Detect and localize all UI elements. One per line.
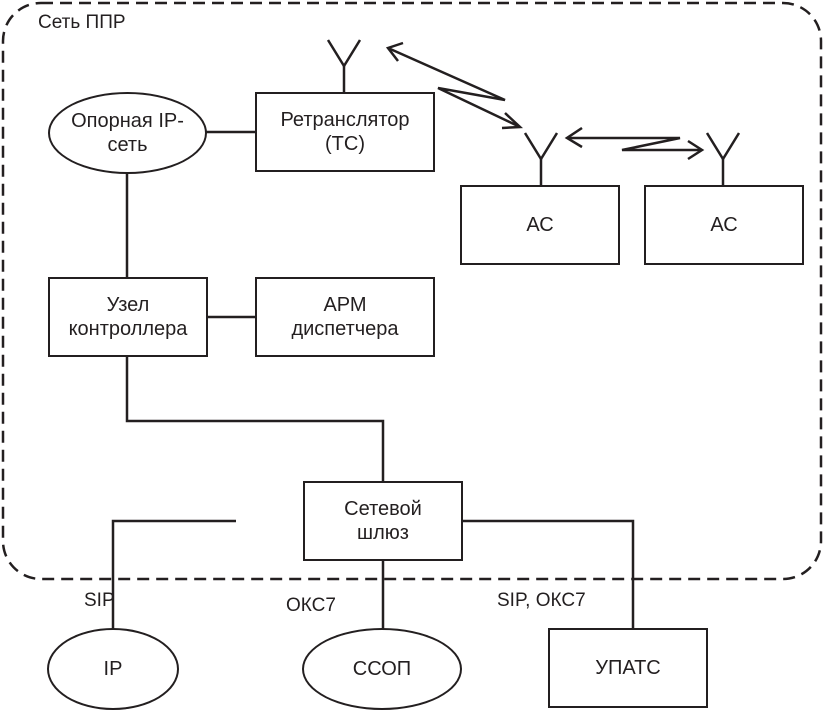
link-label-oks7: ОКС7 [286,595,336,616]
ip-core-network-node: Опорная IP- сеть [48,92,207,174]
network-boundary [1,1,823,581]
antenna-icon [705,132,741,186]
radio-link-repeater-ac1 [385,41,523,130]
pbx-node: УПАТС [548,628,708,708]
link-controller-gateway [125,356,385,483]
pstn-node: ССОП [302,628,462,710]
repeater-node: Ретранслятор (ТС) [255,92,435,172]
link-gateway-ip [111,519,236,630]
antenna-icon [326,39,362,92]
subscriber-station-node: АС [644,185,804,265]
link-gateway-pbx [455,519,635,630]
network-label: Сеть ППР [38,12,126,33]
link-label-sip: SIP [84,590,115,611]
radio-link-ac1-ac2 [564,126,705,161]
antenna-icon [523,132,559,186]
network-gateway-node: Сетевой шлюз [303,481,463,561]
subscriber-station-node: АС [460,185,620,265]
link-label-sip-oks7: SIP, ОКС7 [497,590,586,611]
ip-network-node: IP [47,628,179,710]
dispatcher-workstation-node: АРМ диспетчера [255,277,435,357]
controller-node: Узел контроллера [48,277,208,357]
